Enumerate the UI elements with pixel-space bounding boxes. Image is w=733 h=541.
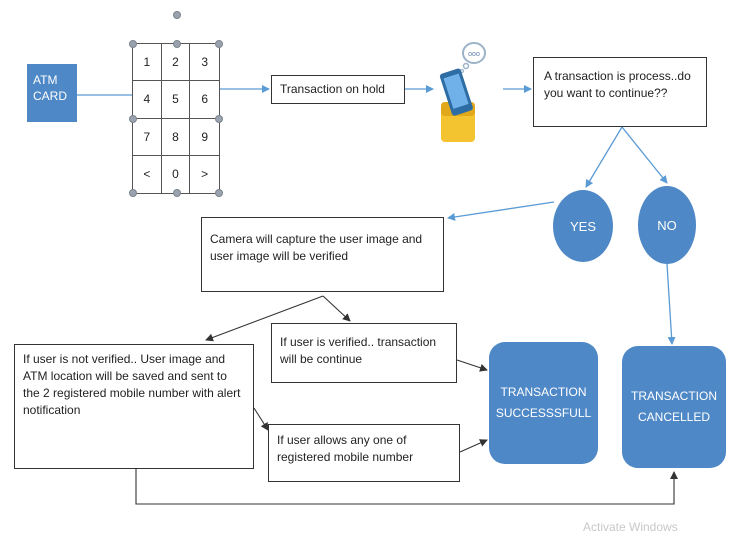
atm-card-line1: ATM <box>33 73 58 87</box>
keypad-key-2: 2 <box>161 44 191 82</box>
resize-handle-icon[interactable] <box>129 115 137 123</box>
keypad-key-back: < <box>133 155 162 193</box>
rotate-handle-icon[interactable] <box>173 11 181 19</box>
activation-watermark: Activate Windows <box>583 520 678 534</box>
keypad-key-6: 6 <box>190 81 219 119</box>
no-decision-node: NO <box>638 186 696 264</box>
success-line2: SUCCESSSFULL <box>495 406 592 420</box>
user-allows-box: If user allows any one of registered mob… <box>268 424 460 482</box>
transaction-cancelled-node: TRANSACTION CANCELLED <box>622 346 726 468</box>
smartphone-message-icon: ooo <box>437 36 492 144</box>
keypad-key-5: 5 <box>161 81 191 119</box>
keypad-key-9: 9 <box>190 119 219 156</box>
atm-card-box: ATM CARD <box>27 64 77 122</box>
keypad-key-8: 8 <box>161 118 191 156</box>
svg-text:ooo: ooo <box>468 51 480 58</box>
resize-handle-icon[interactable] <box>215 115 223 123</box>
atm-card-line2: CARD <box>33 89 68 103</box>
keypad-key-7: 7 <box>133 118 162 156</box>
cancelled-line2: CANCELLED <box>637 410 711 424</box>
resize-handle-icon[interactable] <box>215 40 223 48</box>
resize-handle-icon[interactable] <box>129 189 137 197</box>
success-line1: TRANSACTION <box>500 385 587 399</box>
transaction-on-hold-box: Transaction on hold <box>271 75 405 104</box>
yes-decision-node: YES <box>553 190 613 262</box>
resize-handle-icon[interactable] <box>215 189 223 197</box>
transaction-successful-node: TRANSACTION SUCCESSSFULL <box>489 342 598 464</box>
continue-prompt-box: A transaction is process..do you want to… <box>533 57 707 127</box>
keypad-key-3: 3 <box>190 44 219 82</box>
resize-handle-icon[interactable] <box>173 40 181 48</box>
keypad-key-forward: > <box>201 167 209 182</box>
atm-keypad: 1 2 3 4 5 6 7 8 9 < 0 > <box>129 11 223 197</box>
keypad-key-0: 0 <box>162 155 191 193</box>
resize-handle-icon[interactable] <box>173 189 181 197</box>
cancelled-line1: TRANSACTION <box>630 389 717 403</box>
camera-capture-box: Camera will capture the user image and u… <box>201 217 444 292</box>
user-not-verified-box: If user is not verified.. User image and… <box>14 344 254 469</box>
resize-handle-icon[interactable] <box>129 40 137 48</box>
keypad-key-4: 4 <box>133 81 162 119</box>
keypad-key-1: 1 <box>133 44 162 82</box>
user-verified-box: If user is verified.. transaction will b… <box>271 323 457 383</box>
